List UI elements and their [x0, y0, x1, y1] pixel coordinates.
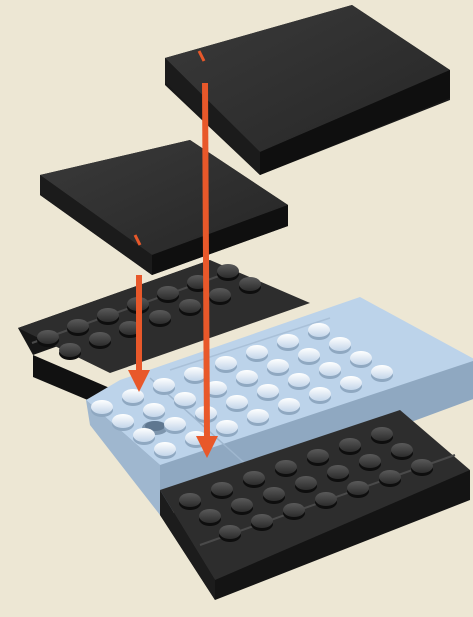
- stud-icon: [347, 481, 369, 498]
- stud-icon: [371, 427, 393, 444]
- stud-icon: [379, 470, 401, 487]
- stud-icon: [143, 403, 165, 420]
- stud-icon: [216, 420, 238, 437]
- stud-icon: [174, 392, 196, 409]
- stud-icon: [211, 482, 233, 499]
- stud-icon: [239, 277, 261, 294]
- stud-icon: [277, 334, 299, 351]
- stud-icon: [267, 359, 289, 376]
- stud-icon: [149, 310, 171, 327]
- stud-icon: [340, 376, 362, 393]
- stud-icon: [295, 476, 317, 493]
- stud-icon: [236, 370, 258, 387]
- stud-icon: [199, 509, 221, 526]
- stud-icon: [89, 332, 111, 349]
- stud-icon: [97, 308, 119, 325]
- stud-icon: [371, 365, 393, 382]
- stud-icon: [251, 514, 273, 531]
- stud-icon: [122, 389, 144, 406]
- stud-icon: [307, 449, 329, 466]
- stud-icon: [209, 288, 231, 305]
- stud-icon: [278, 398, 300, 415]
- stud-icon: [298, 348, 320, 365]
- stud-icon: [308, 323, 330, 340]
- stud-icon: [179, 493, 201, 510]
- stud-icon: [231, 498, 253, 515]
- stud-icon: [133, 428, 155, 445]
- stud-icon: [391, 443, 413, 460]
- stud-icon: [215, 356, 237, 373]
- stud-icon: [226, 395, 248, 412]
- stud-icon: [309, 387, 331, 404]
- stud-icon: [275, 460, 297, 477]
- stud-icon: [327, 465, 349, 482]
- stud-icon: [219, 525, 241, 542]
- stud-icon: [67, 319, 89, 336]
- stud-icon: [217, 264, 239, 281]
- stud-icon: [288, 373, 310, 390]
- stud-icon: [179, 299, 201, 316]
- stud-icon: [154, 442, 176, 459]
- stud-icon: [359, 454, 381, 471]
- stud-icon: [319, 362, 341, 379]
- stud-icon: [263, 487, 285, 504]
- stud-icon: [153, 378, 175, 395]
- stud-icon: [329, 337, 351, 354]
- stud-icon: [339, 438, 361, 455]
- stud-icon: [157, 286, 179, 303]
- stud-icon: [112, 414, 134, 431]
- stud-icon: [350, 351, 372, 368]
- stud-icon: [91, 400, 113, 417]
- stud-icon: [411, 459, 433, 476]
- stud-icon: [37, 330, 59, 347]
- stud-icon: [184, 367, 206, 384]
- stud-icon: [315, 492, 337, 509]
- stud-icon: [164, 417, 186, 434]
- stud-icon: [246, 345, 268, 362]
- stud-icon: [247, 409, 269, 426]
- stud-icon: [59, 343, 81, 360]
- stud-icon: [283, 503, 305, 520]
- stud-icon: [257, 384, 279, 401]
- stud-icon: [243, 471, 265, 488]
